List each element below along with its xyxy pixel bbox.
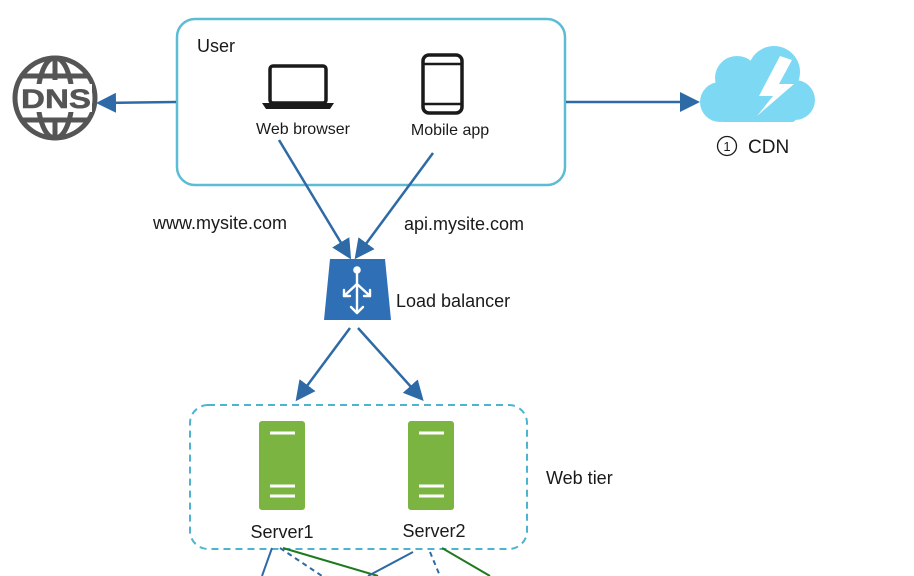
load-balancer-node: Load balancer bbox=[324, 259, 510, 320]
server-outgoing-links bbox=[261, 547, 491, 576]
server-2: Server2 bbox=[402, 421, 466, 541]
web-tier-box bbox=[189, 404, 528, 550]
web-tier-label: Web tier bbox=[546, 468, 613, 488]
api-domain-label: api.mysite.com bbox=[404, 214, 524, 234]
phone-icon bbox=[421, 53, 464, 115]
arrow-web-to-lb bbox=[277, 139, 352, 260]
mobile-app-label: Mobile app bbox=[411, 122, 489, 139]
user-group: User bbox=[175, 17, 567, 187]
server-icon bbox=[259, 421, 305, 510]
web-domain-label: www.mysite.com bbox=[152, 213, 287, 233]
web-browser-label: Web browser bbox=[256, 121, 351, 138]
lightning-icon bbox=[757, 56, 794, 116]
cdn-step-badge: 1 bbox=[716, 135, 738, 157]
server-1-label: Server1 bbox=[250, 522, 313, 542]
user-group-box bbox=[175, 17, 567, 187]
server-icon bbox=[408, 421, 454, 510]
mobile-app-device: Mobile app bbox=[411, 53, 489, 139]
dns-label: DNS bbox=[21, 84, 91, 114]
web-tier-group: Web tier bbox=[189, 404, 613, 550]
arrow-user-to-dns bbox=[96, 92, 177, 113]
arrow-lb-to-server2 bbox=[357, 327, 424, 401]
load-balancer-label: Load balancer bbox=[396, 291, 510, 311]
cdn-label: CDN bbox=[748, 137, 789, 158]
server-2-label: Server2 bbox=[402, 521, 465, 541]
cdn-node: 1 CDN bbox=[700, 46, 815, 158]
cdn-cloud-icon bbox=[700, 46, 815, 122]
cdn-step-number: 1 bbox=[723, 139, 730, 154]
dns-node: DNS bbox=[12, 55, 98, 141]
user-group-label: User bbox=[197, 36, 235, 56]
arrow-lb-to-server1 bbox=[295, 327, 352, 402]
web-browser-device: Web browser bbox=[256, 64, 351, 138]
arrow-mobile-to-lb bbox=[354, 152, 435, 260]
server-1: Server1 bbox=[250, 421, 314, 542]
laptop-icon bbox=[262, 64, 334, 109]
